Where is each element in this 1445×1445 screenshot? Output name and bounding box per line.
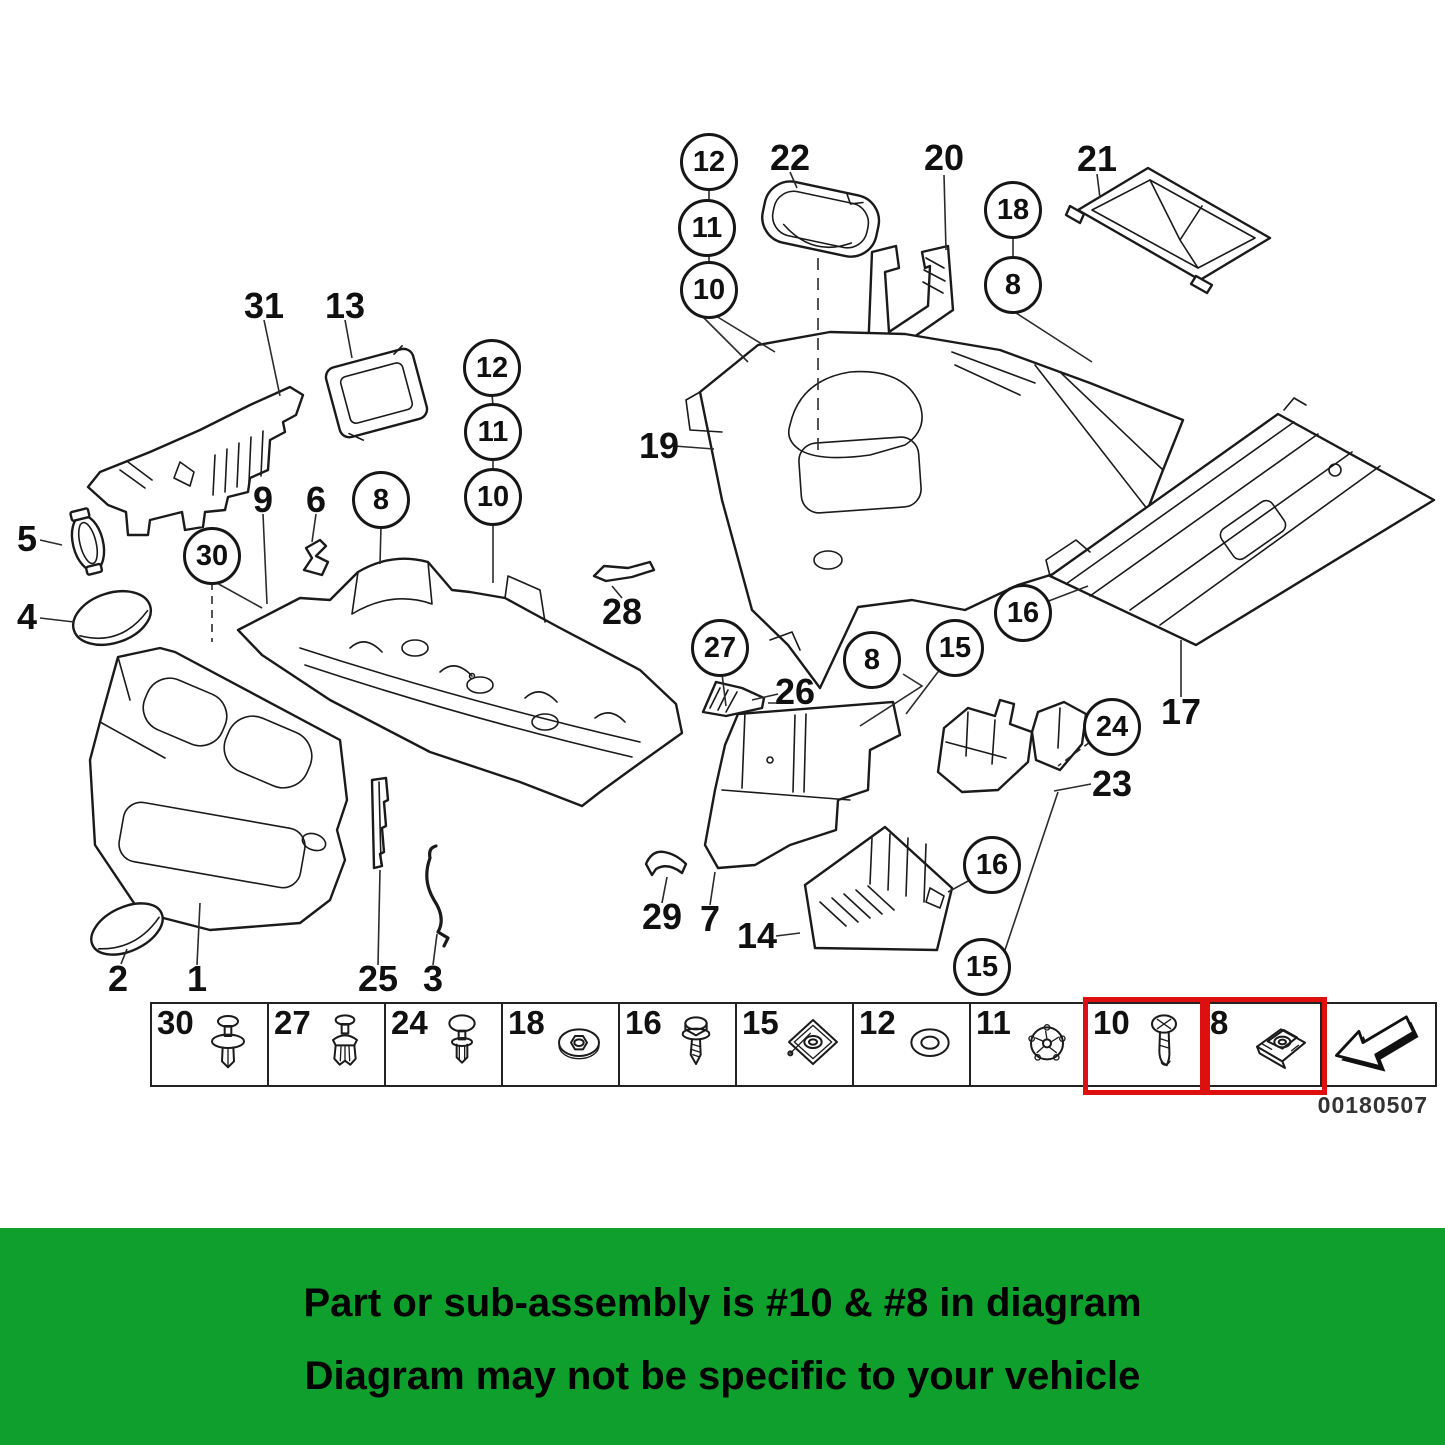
- hex-screw-icon: [681, 1016, 711, 1065]
- rivet-plug-icon: [448, 1014, 476, 1064]
- callout-5: 5: [16, 518, 38, 559]
- part-28-bar: [592, 560, 656, 583]
- callout-30: 30: [183, 527, 241, 585]
- legend-arrow-cell: [1324, 1004, 1435, 1085]
- part-29-bracket: [644, 850, 688, 877]
- banner-line-1: Part or sub-assembly is #10 & #8 in diag…: [303, 1281, 1142, 1325]
- fastener-cell-label: 11: [976, 1004, 1011, 1041]
- callout-11: 11: [464, 403, 522, 461]
- callout-14: 14: [736, 915, 778, 956]
- callout-15: 15: [926, 619, 984, 677]
- callout-16: 16: [963, 836, 1021, 894]
- fastener-cell-label: 30: [157, 1004, 194, 1041]
- part-31-upper-left-shield: [86, 385, 305, 537]
- washer-nut-icon: [558, 1028, 600, 1060]
- part-23-bracket-cluster: [936, 698, 1088, 794]
- ribbed-expansion-rivet-icon: [332, 1014, 358, 1066]
- info-banner: Part or sub-assembly is #10 & #8 in diag…: [0, 1228, 1445, 1445]
- callout-4: 4: [16, 596, 38, 637]
- callout-3: 3: [422, 958, 444, 999]
- clip-nut-icon: [787, 1019, 838, 1065]
- callout-28: 28: [601, 591, 643, 632]
- fastener-cell-11: 11: [971, 1004, 1088, 1085]
- part-7-center-shield: [703, 700, 902, 870]
- part-5-clamp-ring: [69, 507, 106, 576]
- cage-nut-icon: [1256, 1028, 1306, 1069]
- fastener-cell-label: 10: [1093, 1004, 1130, 1041]
- phillips-screw-icon: [1151, 1014, 1177, 1067]
- callout-20: 20: [923, 137, 965, 178]
- washer-icon: [910, 1028, 950, 1057]
- leader-lines: [39, 171, 1182, 966]
- highlight-box-10: [1083, 997, 1210, 1095]
- fastener-cell-label: 8: [1210, 1004, 1229, 1041]
- previous-page-arrow-icon: [1334, 1015, 1419, 1072]
- callout-10: 10: [680, 261, 738, 319]
- fastener-cell-8: 8: [1205, 1004, 1322, 1085]
- callout-12: 12: [680, 133, 738, 191]
- fastener-cell-30: 30: [152, 1004, 269, 1085]
- callout-7: 7: [699, 898, 721, 939]
- fastener-cell-12: 12: [854, 1004, 971, 1085]
- fastener-cell-label: 12: [859, 1004, 896, 1041]
- fastener-cell-18: 18: [503, 1004, 620, 1085]
- fastener-cell-label: 27: [274, 1004, 311, 1041]
- part-25-strip: [370, 776, 390, 870]
- fastener-cell-label: 18: [508, 1004, 545, 1041]
- part-22-bracket-ring: [761, 180, 881, 258]
- callout-6: 6: [305, 479, 327, 520]
- diagram-image-number: 00180507: [1317, 1092, 1428, 1118]
- callout-15: 15: [953, 938, 1011, 996]
- expansion-rivet-icon: [211, 1015, 245, 1069]
- part-8-front-underbody-shield: [236, 557, 684, 808]
- part-3-curved-arm: [425, 844, 450, 948]
- part-17-underfloor-panel: [1045, 397, 1436, 647]
- callout-8: 8: [984, 256, 1042, 314]
- plastic-nut-icon: [1028, 1023, 1066, 1061]
- callout-26: 26: [774, 671, 816, 712]
- callout-29: 29: [641, 896, 683, 937]
- part-13-cover-plate: [324, 345, 429, 441]
- fastener-legend: 30 27 24 18 16 15 12 11 10 8: [150, 1002, 1437, 1087]
- fastener-cell-15: 15: [737, 1004, 854, 1085]
- part-4-oval-cap: [71, 590, 153, 646]
- fastener-cell-16: 16: [620, 1004, 737, 1085]
- part-21-tray: [1064, 166, 1272, 295]
- callout-17: 17: [1160, 691, 1202, 732]
- callout-18: 18: [984, 181, 1042, 239]
- callout-8: 8: [843, 631, 901, 689]
- callout-1: 1: [186, 958, 208, 999]
- callout-23: 23: [1091, 763, 1133, 804]
- callout-2: 2: [107, 958, 129, 999]
- callout-19: 19: [638, 425, 680, 466]
- callout-12: 12: [463, 339, 521, 397]
- fastener-cell-label: 15: [742, 1004, 779, 1041]
- callout-13: 13: [324, 285, 366, 326]
- part-19-engine-compartment-shield: [685, 330, 1185, 690]
- callout-10: 10: [464, 468, 522, 526]
- part-14-skid-plate: [803, 825, 954, 952]
- part-2-oval-cap: [90, 902, 164, 956]
- fastener-cell-27: 27: [269, 1004, 386, 1085]
- callout-21: 21: [1076, 138, 1118, 179]
- callout-22: 22: [769, 137, 811, 178]
- part-1-front-air-duct-panel: [88, 646, 349, 932]
- callout-25: 25: [357, 958, 399, 999]
- banner-line-2: Diagram may not be specific to your vehi…: [304, 1354, 1141, 1398]
- fastener-cell-label: 16: [625, 1004, 662, 1041]
- highlight-box-8: [1200, 997, 1327, 1095]
- callout-11: 11: [678, 199, 736, 257]
- callout-8: 8: [352, 471, 410, 529]
- callout-16: 16: [994, 584, 1052, 642]
- part-6-clip: [302, 538, 330, 577]
- fastener-cell-label: 24: [391, 1004, 428, 1041]
- callout-31: 31: [243, 285, 285, 326]
- callout-24: 24: [1083, 698, 1141, 756]
- callout-9: 9: [252, 479, 274, 520]
- fastener-cell-24: 24: [386, 1004, 503, 1085]
- callout-27: 27: [691, 619, 749, 677]
